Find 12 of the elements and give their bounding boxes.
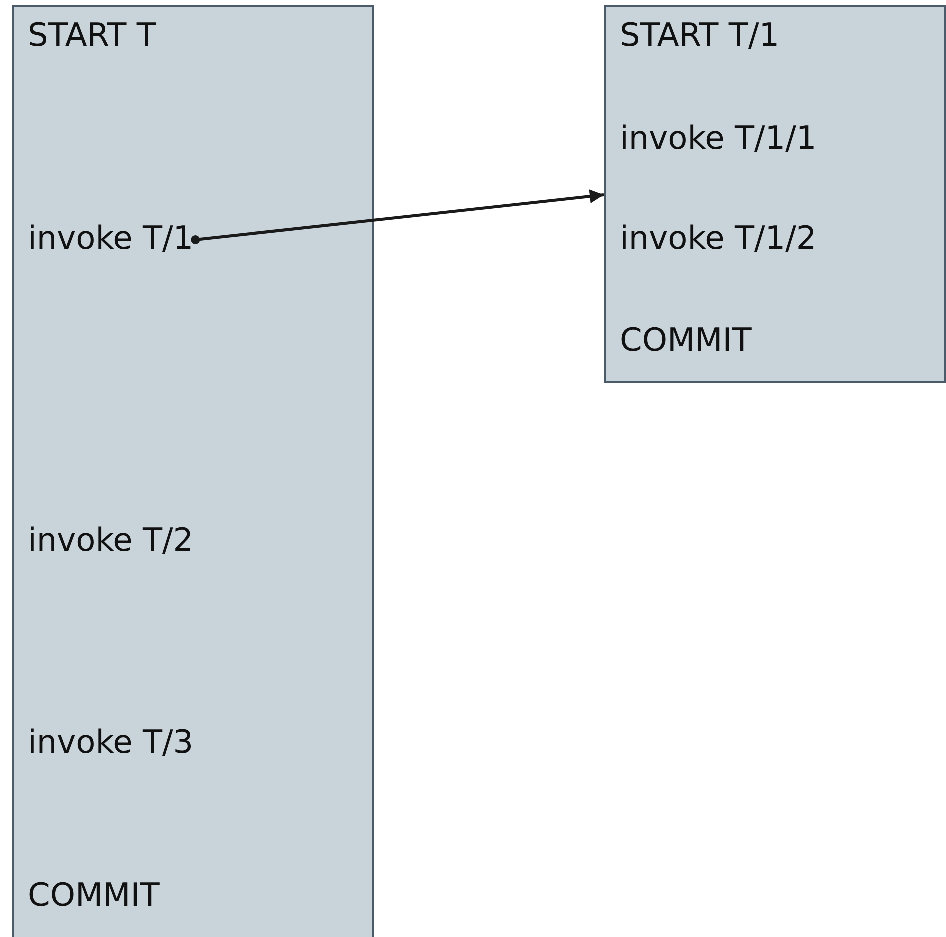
panel — [604, 5, 946, 383]
step-text: invoke T/1/1 — [620, 119, 817, 157]
step-text: COMMIT — [28, 876, 160, 914]
step-text: invoke T/3 — [28, 723, 194, 761]
step-text: START T/1 — [620, 16, 780, 54]
step-text: COMMIT — [620, 321, 752, 359]
step-text: invoke T/2 — [28, 521, 194, 559]
panel — [12, 5, 374, 937]
step-text: invoke T/1 — [28, 219, 194, 257]
step-text: invoke T/1/2 — [620, 219, 817, 257]
step-text: START T — [28, 16, 156, 54]
arrow — [191, 190, 604, 244]
